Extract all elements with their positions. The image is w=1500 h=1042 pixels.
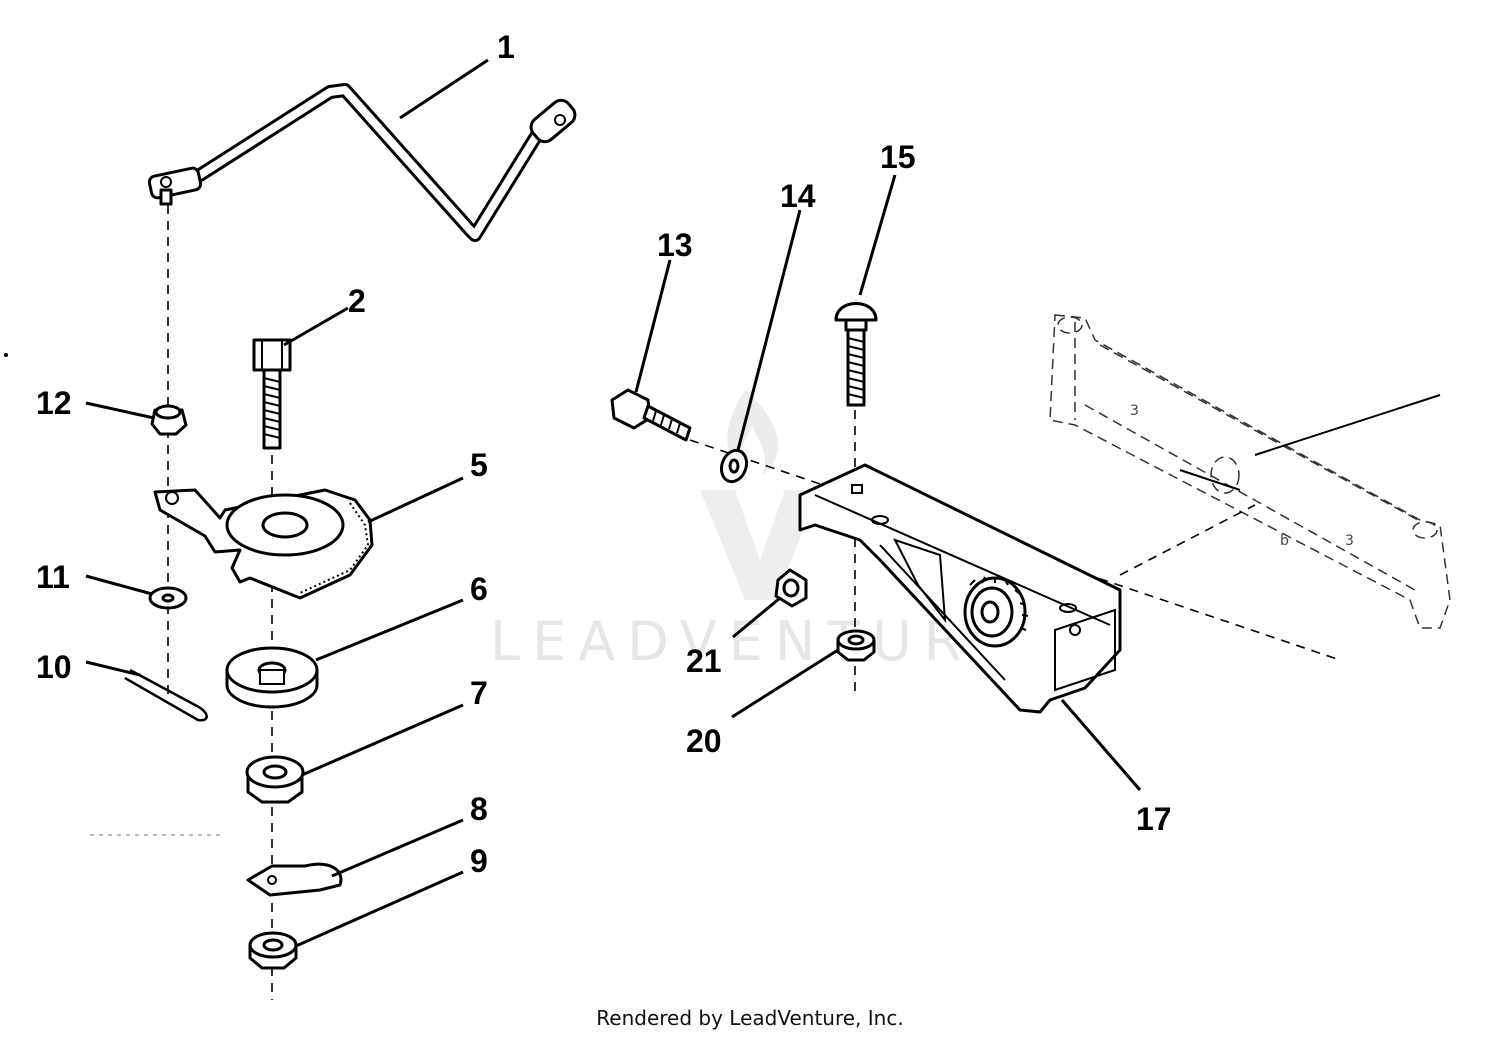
callout-11: 11 bbox=[36, 559, 70, 595]
callout-7: 7 bbox=[470, 675, 488, 711]
callout-17: 17 bbox=[1136, 801, 1172, 837]
svg-text:3: 3 bbox=[1130, 403, 1139, 419]
callout-13: 13 bbox=[657, 227, 693, 263]
part-6-washer bbox=[225, 646, 319, 709]
part-12-nut bbox=[150, 404, 188, 436]
part-5-gear-sector bbox=[153, 488, 374, 600]
watermark-text: LEADVENTURE bbox=[490, 610, 1019, 673]
callout-1: 1 bbox=[497, 29, 515, 65]
callout-8: 8 bbox=[470, 791, 488, 827]
part-17-bracket bbox=[798, 463, 1122, 714]
part-13-bolt bbox=[610, 388, 692, 442]
callout-5: 5 bbox=[470, 447, 488, 483]
svg-text:3: 3 bbox=[1345, 533, 1354, 549]
ghost-frame: 3 3 b bbox=[1049, 314, 1451, 629]
callout-2: 2 bbox=[348, 283, 366, 319]
part-20-nut bbox=[836, 629, 876, 662]
callout-6: 6 bbox=[470, 571, 488, 607]
watermark-flame-icon bbox=[727, 390, 779, 475]
part-8-clip bbox=[246, 862, 343, 897]
callout-10: 10 bbox=[36, 649, 72, 685]
callout-20: 20 bbox=[686, 723, 722, 759]
part-9-nut bbox=[248, 931, 298, 970]
part-14-washer bbox=[719, 448, 749, 484]
part-21-nut bbox=[774, 568, 808, 608]
callout-14: 14 bbox=[780, 178, 816, 214]
svg-text:b: b bbox=[1280, 533, 1289, 549]
callout-21: 21 bbox=[686, 643, 722, 679]
callout-9: 9 bbox=[470, 843, 488, 879]
callouts: 1 2 12 5 11 6 10 7 8 9 13 14 15 17 20 21 bbox=[36, 29, 1172, 879]
watermark: LEADVENTURE bbox=[490, 390, 1019, 673]
part-2-bolt bbox=[252, 338, 292, 450]
leader-lines bbox=[85, 58, 1142, 948]
part-11-washer bbox=[148, 586, 188, 610]
assembly-axes bbox=[167, 205, 1341, 1000]
part-1-rod bbox=[147, 83, 577, 242]
watermark-v-logo-icon bbox=[700, 490, 820, 600]
footer-credit: Rendered by LeadVenture, Inc. bbox=[596, 1006, 904, 1030]
part-10-cotter-pin bbox=[124, 668, 208, 722]
part-15-carriage-bolt bbox=[834, 302, 878, 407]
callout-12: 12 bbox=[36, 385, 72, 421]
part-7-nut bbox=[245, 755, 305, 804]
callout-15: 15 bbox=[880, 139, 916, 175]
